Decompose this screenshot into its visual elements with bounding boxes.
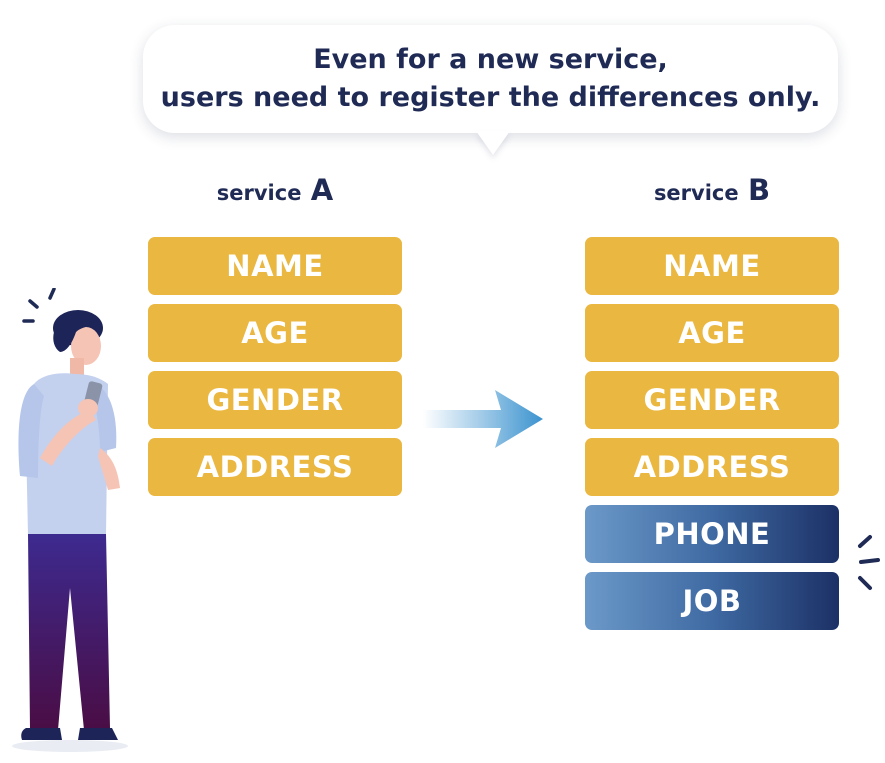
service-b-fields: NAME AGE GENDER ADDRESS PHONE JOB bbox=[585, 237, 839, 639]
service-b-prefix: service bbox=[653, 181, 739, 205]
speech-bubble-tail bbox=[476, 131, 510, 155]
arrow-right-icon bbox=[423, 390, 543, 448]
speech-bubble: Even for a new service, users need to re… bbox=[143, 25, 838, 133]
service-a-fields: NAME AGE GENDER ADDRESS bbox=[148, 237, 402, 505]
service-b-field-address: ADDRESS bbox=[585, 438, 839, 496]
service-b-field-job: JOB bbox=[585, 572, 839, 630]
service-a-title: service A bbox=[148, 172, 402, 211]
service-a-field-address: ADDRESS bbox=[148, 438, 402, 496]
bubble-line-1: Even for a new service, bbox=[313, 44, 668, 75]
service-b-field-gender: GENDER bbox=[585, 371, 839, 429]
emphasis-lines-icon bbox=[22, 288, 56, 323]
service-a-letter: A bbox=[310, 173, 334, 207]
service-b-field-name: NAME bbox=[585, 237, 839, 295]
service-b-field-phone: PHONE bbox=[585, 505, 839, 563]
service-a-prefix: service bbox=[216, 181, 302, 205]
person-with-phone-icon bbox=[12, 288, 128, 752]
service-b-field-age: AGE bbox=[585, 304, 839, 362]
bubble-line-2: users need to register the differences o… bbox=[160, 82, 821, 113]
service-a-field-name: NAME bbox=[148, 237, 402, 295]
service-b-letter: B bbox=[747, 173, 771, 207]
emphasis-lines-icon bbox=[858, 535, 880, 590]
service-b-title: service B bbox=[585, 172, 839, 211]
service-a-field-age: AGE bbox=[148, 304, 402, 362]
service-a-field-gender: GENDER bbox=[148, 371, 402, 429]
